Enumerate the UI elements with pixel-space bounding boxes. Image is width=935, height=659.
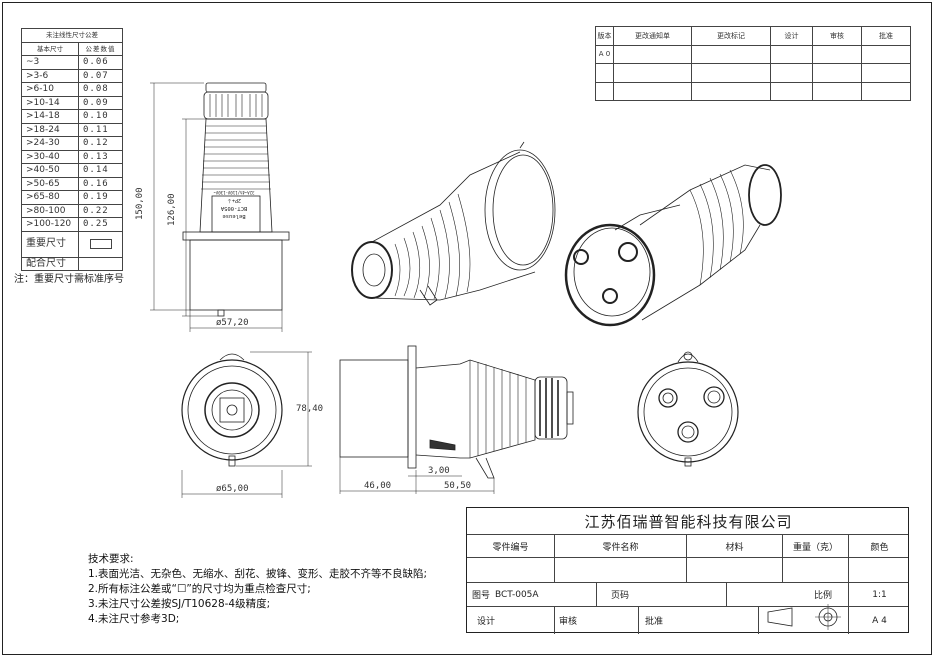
dim-overall-height: 150,00 [135,187,145,220]
color-label: 颜色 [870,542,889,553]
page-label: 页码 [597,583,727,606]
requirement-item: 4.未注尺寸参考3D; [88,613,180,625]
design-label: 设计 [467,607,555,634]
requirement-item: 3.未注尺寸公差按SJ/T10628-4级精度; [88,598,271,610]
technical-requirements: 技术要求: 1.表面光洁、无杂色、无缩水、刮花、披锋、变形、走胶不齐等不良缺陷;… [88,552,427,627]
drawing-no: BCT-005A [495,583,597,606]
dim-body-height: 126,00 [167,193,177,226]
elevation-view [150,82,290,332]
title-block: 江苏佰瑞普智能科技有限公司 零件编号 零件名称 材料 重量（克） 颜色 图号 B… [466,507,909,634]
product-label-brand: Beleuse [222,213,245,219]
projection-symbol [767,604,841,630]
part-no-label: 零件编号 [467,535,555,557]
dim-front-diameter: ø65,00 [216,484,249,494]
product-label-model: BCT-005A [220,205,247,211]
dim-bottom-diameter: ø57,20 [216,318,249,328]
requirement-item: 2.所有标注公差或“☐”的尺寸均为重点检查尺寸; [88,583,311,595]
dim-side-offset: 3,00 [428,466,450,476]
scale-value: 1:1 [872,589,887,600]
front-view [181,351,312,498]
weight-label: 重量（克） [783,535,849,557]
product-label-rating: 32A~4h/110V-130V~ [213,190,255,195]
material-label: 材料 [687,535,783,557]
important-size-box [78,230,123,258]
dim-side-left: 46,00 [364,481,392,491]
important-size-label: 重要尺寸 [21,230,79,258]
dim-side-right: 50,50 [444,481,472,491]
drawing-no-label: 图号 [471,591,490,601]
sheet-size: A 4 [872,615,887,626]
product-label-poles: 2P+⏚ [227,197,241,204]
company-name: 江苏佰瑞普智能科技有限公司 [584,512,793,531]
rear-view [637,351,739,467]
requirements-title: 技术要求: [88,553,134,565]
col-tolerance: 公差数值 [78,41,123,56]
requirement-item: 1.表面光洁、无杂色、无缩水、刮花、披锋、变形、走胶不齐等不良缺陷; [88,568,428,580]
side-view [339,345,574,494]
dim-front-height: 78,40 [296,404,324,414]
tolerance-title: 未注线性尺寸公差 [21,28,123,43]
review-label: 审核 [555,607,639,634]
isometric-view-front [564,164,782,327]
part-name-label: 零件名称 [555,535,687,557]
isometric-view-rear [351,141,556,306]
scale-label: 比例 [727,583,849,606]
revision-table: 版本 更改通知单 更改标记 设计 审核 批准 A 0 [595,26,911,101]
tolerance-note: 注：重要尺寸需标准序号 [14,274,124,285]
approve-label: 批准 [639,607,759,634]
